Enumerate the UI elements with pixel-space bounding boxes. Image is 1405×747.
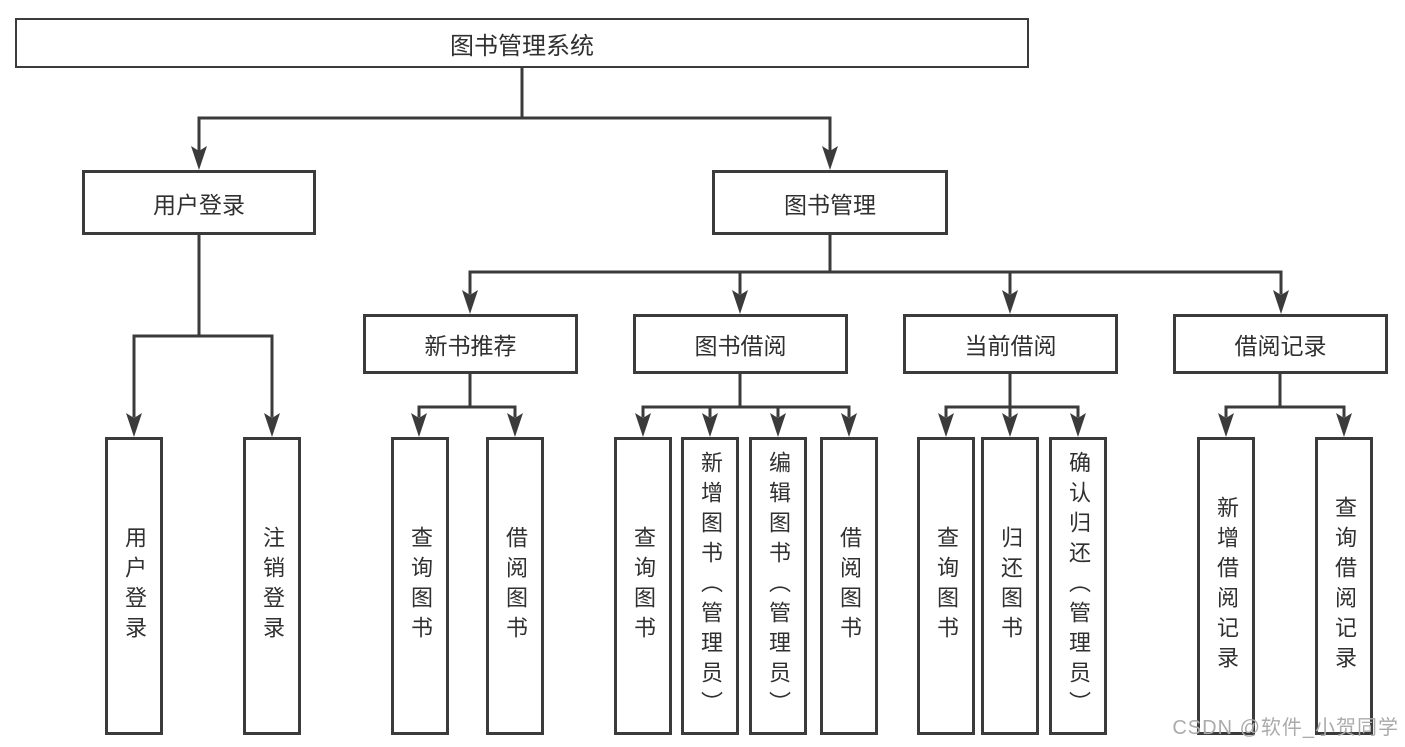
arrowhead	[1336, 413, 1352, 437]
leaf-borrow-add-books-admin: 新增图书（管理员）	[681, 437, 739, 735]
arrowhead	[507, 413, 523, 437]
node-new-book-recommend: 新书推荐	[363, 314, 578, 374]
arrowhead	[822, 146, 838, 170]
node-book-borrow: 图书借阅	[633, 314, 848, 374]
arrowhead	[191, 146, 207, 170]
arrowhead	[126, 413, 142, 437]
arrowhead	[1002, 413, 1018, 437]
connector-book-borrow	[635, 372, 857, 437]
leaf-logout: 注销登录	[243, 437, 301, 735]
connector-book-mgmt	[462, 233, 1289, 314]
leaf-borrow-edit-books-admin: 编辑图书（管理员）	[749, 437, 807, 735]
leaf-current-confirm-return-admin: 确认归还（管理员）	[1049, 437, 1107, 735]
leaf-borrow-borrow-books: 借阅图书	[820, 437, 878, 735]
leaf-records-query-record: 查询借阅记录	[1315, 437, 1373, 735]
node-user-login: 用户登录	[82, 170, 316, 235]
leaf-current-query-books: 查询图书	[917, 437, 975, 735]
node-root-system: 图书管理系统	[15, 18, 1029, 68]
arrowhead	[411, 413, 427, 437]
node-current-borrow: 当前借阅	[903, 314, 1118, 374]
leaf-user-login: 用户登录	[105, 437, 163, 735]
node-borrow-records: 借阅记录	[1173, 314, 1388, 374]
connector-root	[191, 66, 838, 170]
arrowhead	[841, 413, 857, 437]
arrowhead	[264, 413, 280, 437]
connector-new-books	[411, 372, 523, 437]
arrowhead	[732, 290, 748, 314]
leaf-borrow-query-books: 查询图书	[614, 437, 672, 735]
arrowhead	[702, 413, 718, 437]
node-book-mgmt: 图书管理	[712, 170, 948, 235]
arrowhead	[938, 413, 954, 437]
arrowhead	[1218, 413, 1234, 437]
leaf-newbooks-query-books: 查询图书	[391, 437, 449, 735]
csdn-watermark: CSDN @软件_小贺同学	[1172, 717, 1399, 739]
leaf-newbooks-borrow-books: 借阅图书	[486, 437, 544, 735]
arrowhead	[1070, 413, 1086, 437]
connector-current-borrow	[938, 372, 1086, 437]
leaf-current-return-books: 归还图书	[981, 437, 1039, 735]
connector-borrow-records	[1218, 372, 1352, 437]
arrowhead	[1002, 290, 1018, 314]
arrowhead	[1273, 290, 1289, 314]
arrowhead	[770, 413, 786, 437]
connector-user-login	[126, 233, 280, 437]
leaf-records-add-record: 新增借阅记录	[1197, 437, 1255, 735]
arrowhead	[635, 413, 651, 437]
arrowhead	[462, 290, 478, 314]
